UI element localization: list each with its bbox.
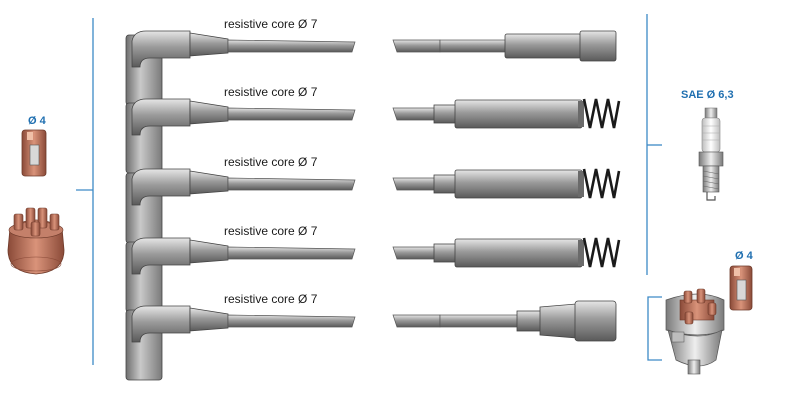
distributor-cap-icon xyxy=(7,207,65,275)
spring-terminal-icon xyxy=(433,168,621,199)
ignition-lead-2: resistive core Ø 7 xyxy=(125,85,621,174)
lead-label: resistive core Ø 7 xyxy=(224,292,318,306)
cable-segment xyxy=(227,314,356,328)
angled-boot-icon xyxy=(125,30,229,106)
cable-segment xyxy=(392,246,441,260)
ignition-lead-4: resistive core Ø 7 xyxy=(125,224,621,313)
right-distributor-group: Ø 4 xyxy=(665,250,754,375)
ignition-lead-3: resistive core Ø 7 xyxy=(125,155,621,244)
cable-segment xyxy=(227,107,356,121)
left-bracket xyxy=(76,18,94,365)
cable-segment xyxy=(227,246,356,260)
lead-label: resistive core Ø 7 xyxy=(224,85,318,99)
left-distributor-group: Ø 4 xyxy=(7,115,65,275)
left-diameter-label: Ø 4 xyxy=(28,115,47,127)
rotor-icon-right xyxy=(729,265,753,311)
cable-segment xyxy=(227,177,356,191)
cable-segment xyxy=(392,314,441,328)
cable-segment xyxy=(392,177,441,191)
lead-label: resistive core Ø 7 xyxy=(224,155,318,169)
coil-boot-icon xyxy=(439,300,617,342)
rotor-icon xyxy=(21,129,47,177)
lead-label: resistive core Ø 7 xyxy=(224,224,318,238)
cable-segment xyxy=(392,39,441,53)
ignition-lead-5: resistive core Ø 7 xyxy=(125,292,617,381)
ignition-lead-1: resistive core Ø 7 xyxy=(125,17,617,106)
angled-boot-icon xyxy=(125,98,229,174)
straight-boot-icon xyxy=(439,30,617,62)
cable-segment xyxy=(392,107,441,121)
spark-plug-group: SAE Ø 6,3 xyxy=(681,89,734,201)
spring-terminal-icon xyxy=(433,98,621,129)
spark-plug-icon xyxy=(698,107,724,201)
angled-boot-icon xyxy=(125,237,229,313)
spark-plug-label: SAE Ø 6,3 xyxy=(681,89,734,101)
distributor-icon xyxy=(665,288,725,375)
angled-boot-icon xyxy=(125,305,229,381)
right-diameter-label: Ø 4 xyxy=(735,250,754,262)
right-bracket xyxy=(646,14,662,361)
spring-terminal-icon xyxy=(433,237,621,268)
cable-segment xyxy=(227,39,356,53)
angled-boot-icon xyxy=(125,168,229,244)
lead-label: resistive core Ø 7 xyxy=(224,17,318,31)
